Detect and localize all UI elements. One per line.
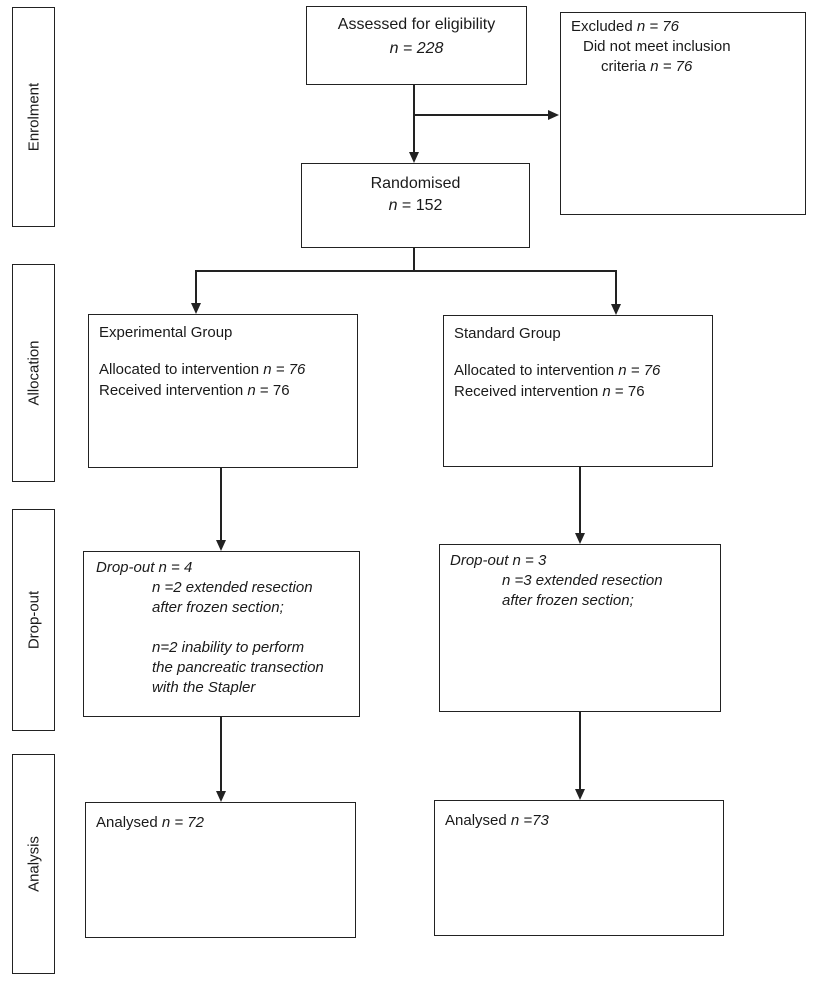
stage-allocation: Allocation <box>12 264 55 482</box>
stage-enrolment: Enrolment <box>12 7 55 227</box>
arrow-to-excluded <box>548 110 559 120</box>
assessed-label: Assessed for eligibility <box>337 16 496 33</box>
stage-dropout-label: Drop-out <box>25 590 42 650</box>
experimental-group-box: Experimental Group Allocated to interven… <box>88 314 358 468</box>
arrow-to-standard-analysed <box>575 789 585 800</box>
connector-standard-analysed <box>579 712 581 789</box>
standard-group-box: Standard Group Allocated to intervention… <box>443 315 713 467</box>
arrow-to-randomised <box>409 152 419 163</box>
connector-randomised-split <box>413 248 415 271</box>
standard-dropout-line2: after frozen section; <box>502 592 634 609</box>
stage-analysis: Analysis <box>12 754 55 974</box>
experimental-dropout-line5: with the Stapler <box>152 679 256 696</box>
connector-split-right <box>615 270 617 304</box>
experimental-received: Received intervention n = 76 <box>99 382 290 399</box>
arrow-to-standard-dropout <box>575 533 585 544</box>
arrow-to-experimental-analysed <box>216 791 226 802</box>
experimental-analysed-box: Analysed n = 72 <box>85 802 356 938</box>
standard-analysed-box: Analysed n =73 <box>434 800 724 936</box>
standard-analysed-label: Analysed n =73 <box>445 812 549 829</box>
experimental-dropout-line3: n=2 inability to perform <box>152 639 305 656</box>
assessed-n: n = 228 <box>389 40 444 57</box>
randomised-n: n = 152 <box>388 197 443 214</box>
connector-experimental-analysed <box>220 717 222 791</box>
stage-allocation-label: Allocation <box>25 340 42 406</box>
standard-received: Received intervention n = 76 <box>454 383 645 400</box>
experimental-dropout-line4: the pancreatic transection <box>152 659 324 676</box>
standard-dropout-line1: n =3 extended resection <box>502 572 663 589</box>
stage-analysis-label: Analysis <box>25 836 42 892</box>
experimental-dropout-line1: n =2 extended resection <box>152 579 313 596</box>
connector-assessed-randomised <box>413 85 415 152</box>
experimental-dropout-title: Drop-out n = 4 <box>96 559 193 576</box>
experimental-title: Experimental Group <box>99 324 233 341</box>
connector-standard-dropout <box>579 467 581 533</box>
assessed-box: Assessed for eligibility n = 228 <box>306 6 527 85</box>
standard-dropout-box: Drop-out n = 3 n =3 extended resection a… <box>439 544 721 712</box>
connector-split-horizontal <box>195 270 616 272</box>
arrow-to-experimental <box>191 303 201 314</box>
experimental-dropout-box: Drop-out n = 4 n =2 extended resection a… <box>83 551 360 717</box>
connector-to-excluded <box>413 114 548 116</box>
connector-experimental-dropout <box>220 468 222 540</box>
randomised-box: Randomised n = 152 <box>301 163 530 248</box>
experimental-allocated: Allocated to intervention n = 76 <box>99 361 306 378</box>
experimental-analysed-label: Analysed n = 72 <box>96 814 204 831</box>
excluded-title: Excluded n = 76 <box>571 18 679 35</box>
standard-allocated: Allocated to intervention n = 76 <box>454 362 661 379</box>
excluded-box: Excluded n = 76 Did not meet inclusion c… <box>560 12 806 215</box>
excluded-reason-2: criteria n = 76 <box>601 58 693 75</box>
excluded-reason: Did not meet inclusion <box>583 38 731 55</box>
randomised-label: Randomised <box>370 175 461 192</box>
arrow-to-experimental-dropout <box>216 540 226 551</box>
standard-title: Standard Group <box>454 325 561 342</box>
connector-split-left <box>195 270 197 303</box>
experimental-dropout-line2: after frozen section; <box>152 599 284 616</box>
standard-dropout-title: Drop-out n = 3 <box>450 552 547 569</box>
arrow-to-standard <box>611 304 621 315</box>
stage-dropout: Drop-out <box>12 509 55 731</box>
stage-enrolment-label: Enrolment <box>25 82 42 152</box>
